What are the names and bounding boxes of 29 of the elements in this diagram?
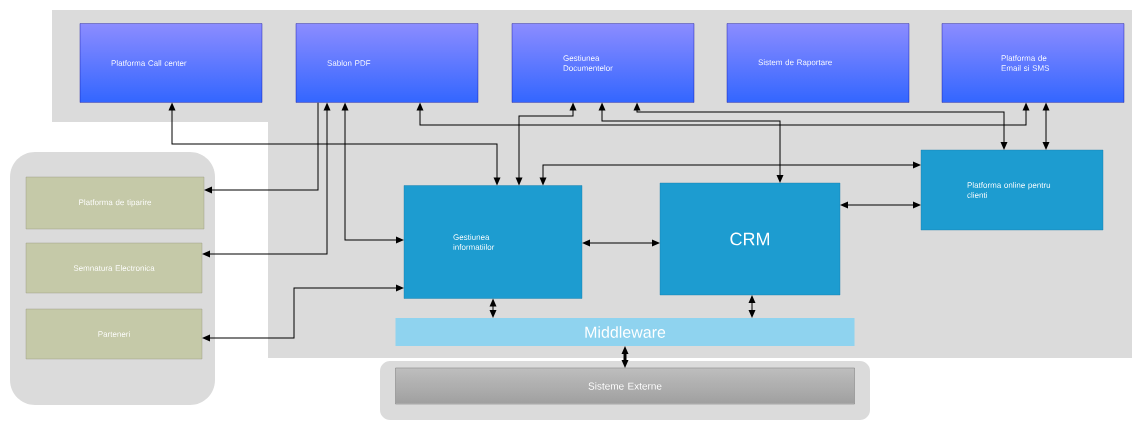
arrow — [598, 102, 784, 183]
top-box: Platforma de Email si SMS — [941, 23, 1125, 103]
arrow — [582, 239, 660, 247]
arrow — [416, 102, 1030, 126]
process-box: Gestiunea informatiilor — [403, 185, 583, 299]
side-box: Semnatura Electronica — [25, 242, 203, 294]
top-box: Sablon PDF — [295, 23, 479, 103]
middleware-bar: Middleware — [395, 318, 855, 346]
arrow — [168, 102, 501, 186]
top-box: Platforma Call center — [79, 23, 263, 103]
top-box: Sistem de Raportare — [726, 23, 910, 103]
arrow — [748, 295, 756, 318]
arrow — [633, 102, 1008, 150]
arrow — [1042, 102, 1050, 150]
top-box: Gestiunea Documentelor — [511, 23, 695, 103]
arrow — [202, 102, 331, 258]
arrow — [204, 102, 319, 194]
side-box: Parteneri — [25, 308, 203, 360]
process-box: Platforma online pentru clienti — [920, 149, 1104, 231]
arrow — [840, 201, 921, 209]
process-box: CRM — [659, 182, 841, 296]
arrow — [539, 161, 921, 186]
side-box: Platforma de tiparire — [25, 176, 205, 230]
arrow — [489, 298, 497, 318]
external-box: Sisteme Externe — [395, 367, 855, 405]
arrow — [341, 102, 404, 244]
arrow — [202, 284, 404, 342]
arrow — [515, 102, 577, 186]
arrow — [621, 346, 629, 368]
